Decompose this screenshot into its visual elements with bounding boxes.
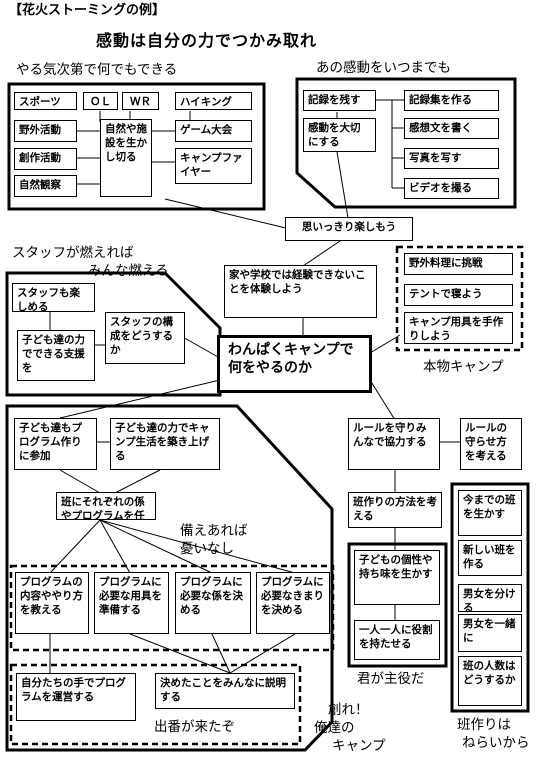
idea-box: プログラムに必要な用具を準備する xyxy=(94,572,169,634)
idea-box: キャンプファイヤー xyxy=(175,148,252,184)
idea-box: 子ども達の力でできる支援を xyxy=(17,330,95,381)
idea-box: プログラムに必要な係を決める xyxy=(175,572,251,634)
idea-box: キャンプ用具を手作りしよう xyxy=(404,312,513,344)
idea-box: 記録集を作る xyxy=(404,90,499,111)
headline: 感動は自分の力でつかみ取れ xyxy=(96,31,318,50)
center-upper-box: 家や学校では経験できないことを体験しよう xyxy=(224,265,377,318)
idea-box: 創作活動 xyxy=(14,148,77,170)
idea-box: 子ども達もプログラム作りに参加 xyxy=(14,418,97,470)
center-main-box: わんぱくキャンプで何をやるのか xyxy=(217,335,372,393)
idea-box: 子ども達の力でキャンプ生活を築き上げる xyxy=(110,418,220,470)
group-label-yaruki: やる気次第で何でもできる xyxy=(16,62,178,78)
group-label-han-2: ねらいから xyxy=(462,735,530,751)
idea-box: テントで寝よう xyxy=(404,284,513,306)
idea-box: ハイキング xyxy=(175,92,252,110)
idea-box: プログラムに必要なきまりを決める xyxy=(256,572,330,634)
group-label-kimi: 君が主役だ xyxy=(357,671,425,687)
idea-box: 感想文を書く xyxy=(404,118,499,139)
group-label-staff-2: みんな燃える xyxy=(88,263,169,279)
group-label-tsukure-2: 俺達の xyxy=(314,720,355,736)
group-label-kandou: あの感動をいつまでも xyxy=(316,60,451,76)
idea-box: 野外料理に挑戦 xyxy=(404,253,513,275)
idea-box: 班の人数はどうするか xyxy=(458,656,522,706)
group-label-deban: 出番が来たぞ xyxy=(154,719,235,735)
idea-box: スタッフも楽しめる xyxy=(12,283,95,312)
group-label-staff: スタッフが燃えれば xyxy=(12,245,134,261)
idea-box: 感動を大切にする xyxy=(303,118,376,152)
idea-box: ＯＬ xyxy=(83,92,118,110)
center-top-box: 思いっきり楽しもう xyxy=(285,217,413,241)
idea-box: 写真を写す xyxy=(404,148,499,169)
idea-box: 男女を一緒に xyxy=(458,614,522,652)
idea-box: 自分たちの手でプログラムを運営する xyxy=(16,673,136,721)
idea-box: 子どもの個性や持ち味を生かす xyxy=(354,550,440,605)
group-label-han: 班作りは xyxy=(457,717,511,733)
idea-box: 班にそれぞれの係やプログラムを任す xyxy=(56,492,156,520)
idea-box: 男女を分ける xyxy=(458,584,522,612)
group-label-sonae: 備えあれば xyxy=(180,523,248,539)
idea-box: 新しい班を作る xyxy=(458,540,522,576)
idea-box: 班作りの方法を考える xyxy=(348,492,442,528)
idea-box: 今までの班を生かす xyxy=(458,490,522,536)
idea-box: 決めたことをみんなに説明する xyxy=(155,673,295,709)
group-label-honmono: 本物キャンプ xyxy=(423,359,504,375)
idea-box: ルールを守りみんなで協力する xyxy=(348,418,440,470)
idea-box: 記録を残す xyxy=(303,90,376,111)
idea-box: 自然や施設を生かし切る xyxy=(100,119,152,197)
idea-box: 自然観察 xyxy=(14,175,77,197)
idea-box: スタッフの構成をどうするか xyxy=(105,312,185,364)
idea-box: スポーツ xyxy=(14,92,77,110)
idea-box: プログラムの内容ややり方を教える xyxy=(15,572,89,634)
idea-box: ビデオを撮る xyxy=(404,178,499,199)
group-label-tsukure: 創れ！ xyxy=(328,702,369,718)
idea-box: ゲーム大会 xyxy=(175,120,252,142)
group-label-sonae-2: 憂いなし xyxy=(180,541,234,557)
page-title: 【花火ストーミングの例】 xyxy=(9,3,166,18)
group-label-tsukure-3: キャンプ xyxy=(332,738,386,754)
idea-box: ＷＲ xyxy=(122,92,159,110)
idea-box: 一人一人に役割を持たせる xyxy=(354,620,440,660)
idea-box: 野外活動 xyxy=(14,120,77,142)
idea-box: ルールの守らせ方を考える xyxy=(460,418,522,470)
